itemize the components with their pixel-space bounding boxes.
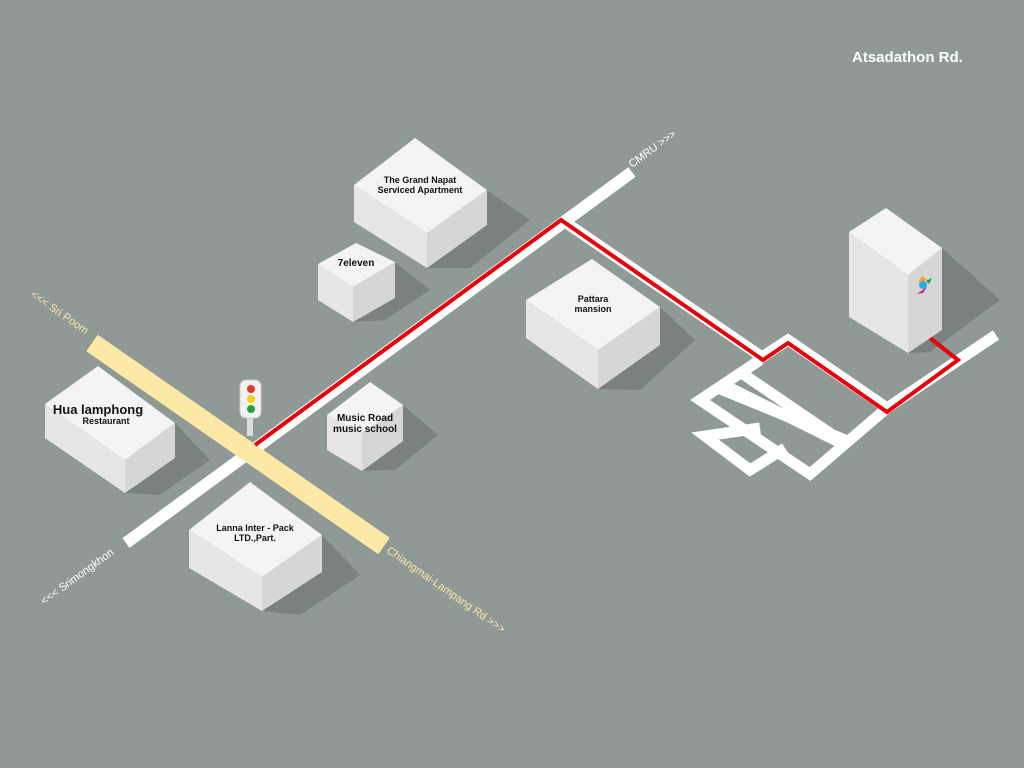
- building-shadows: [125, 190, 1000, 615]
- building-grand-napat[interactable]: The Grand Napat Serviced Apartment: [354, 138, 487, 268]
- road-label-sri-poom: <<< Sri Poom: [28, 289, 90, 338]
- lanna-sublabel: LTD.,Part.: [234, 533, 276, 543]
- building-7eleven[interactable]: 7eleven: [318, 243, 395, 322]
- music-road-sublabel: music school: [333, 424, 397, 435]
- route-line: [253, 217, 962, 447]
- road-chiangmai-lampang: [86, 334, 390, 555]
- road-label-chiangmai-lampang: Chiangmai-Lampang Rd >>>: [384, 545, 507, 636]
- map-title: Atsadathon Rd.: [852, 49, 963, 66]
- music-road-label: Music Road: [337, 413, 393, 424]
- hua-lamphong-label: Hua lamphong: [53, 402, 143, 417]
- roads: [86, 167, 1000, 555]
- building-music-road[interactable]: Music Road music school: [327, 382, 403, 471]
- traffic-light-icon: [239, 379, 262, 436]
- road-label-srimongkhon: <<< Srimongkhon: [39, 546, 117, 607]
- destination-logo-icon: [917, 276, 932, 294]
- destination-building[interactable]: [849, 208, 942, 353]
- pattara-sublabel: mansion: [574, 304, 611, 314]
- hua-lamphong-sublabel: Restaurant: [82, 416, 129, 426]
- seven-eleven-label: 7eleven: [338, 258, 375, 269]
- pattara-label: Pattara: [578, 294, 610, 304]
- building-hua-lamphong[interactable]: Hua lamphong Restaurant: [45, 366, 175, 493]
- lanna-label: Lanna Inter - Pack: [216, 523, 295, 533]
- building-lanna[interactable]: Lanna Inter - Pack LTD.,Part.: [189, 482, 322, 611]
- building-pattara[interactable]: Pattara mansion: [526, 259, 660, 389]
- road-srimongkhon-cmru: [122, 167, 636, 548]
- grand-napat-sublabel: Serviced Apartment: [378, 185, 463, 195]
- grand-napat-label: The Grand Napat: [384, 175, 457, 185]
- road-label-cmru: CMRU >>>: [627, 128, 679, 170]
